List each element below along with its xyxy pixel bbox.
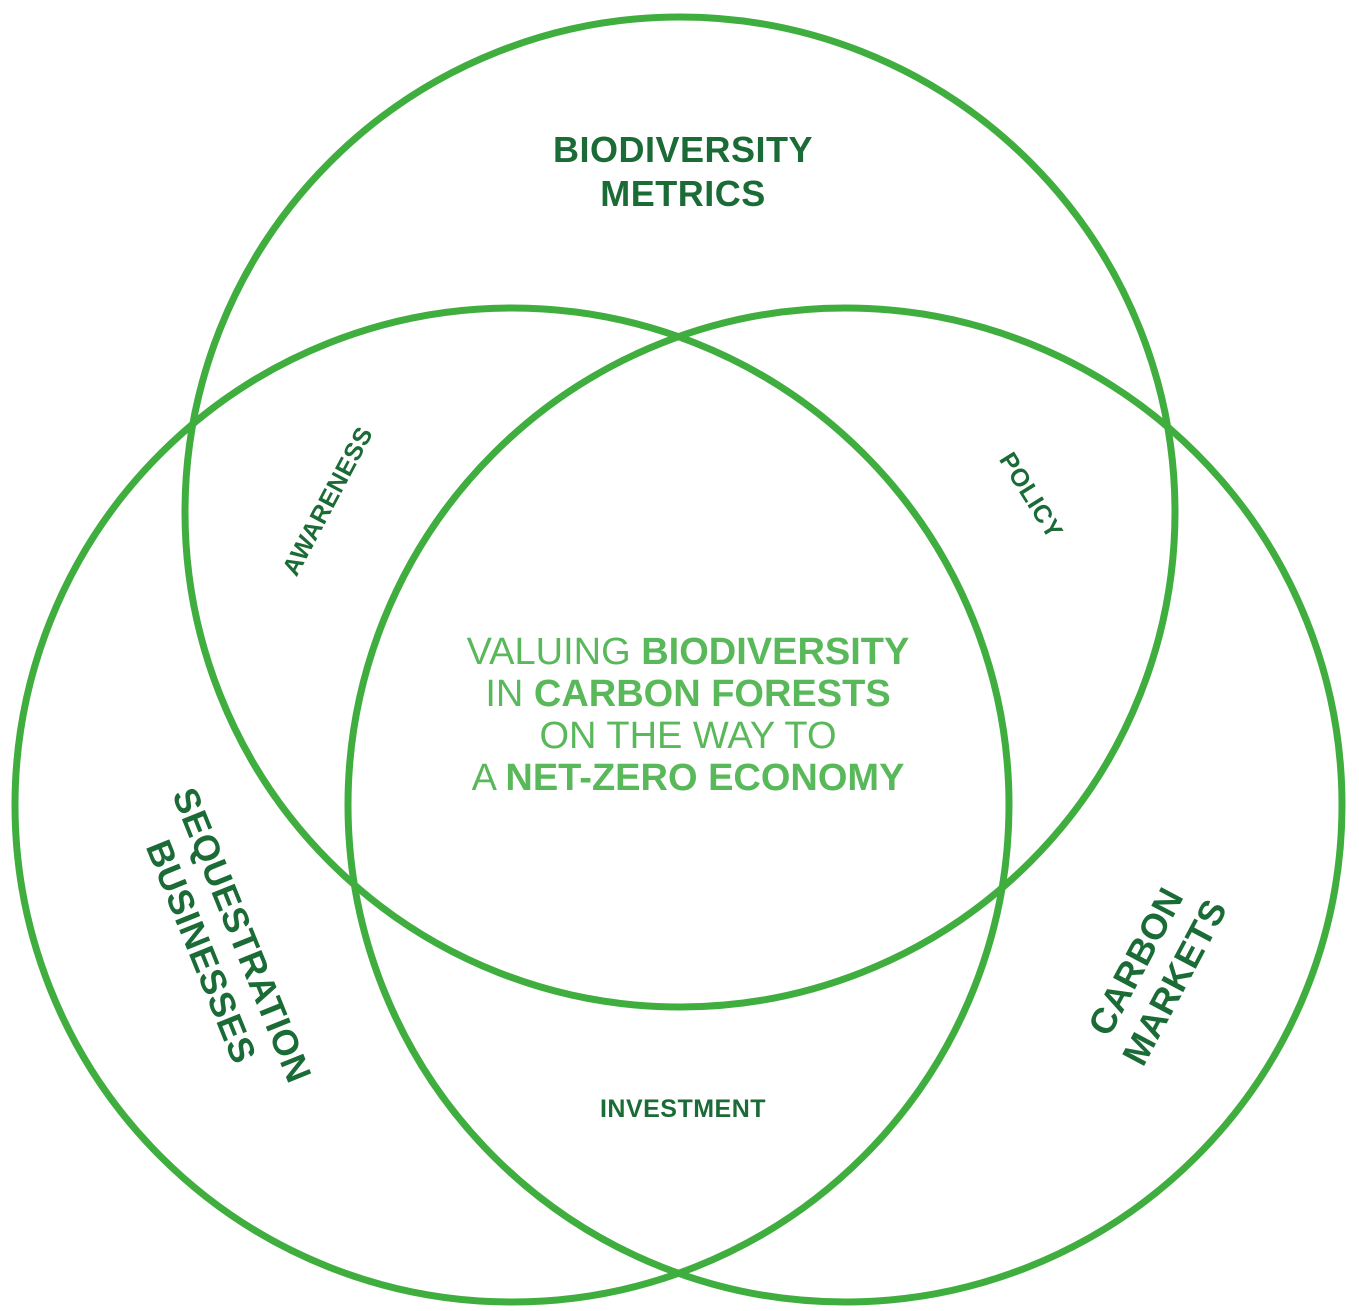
circle-biodiversity-metrics bbox=[181, 13, 1179, 1011]
center-line-1-light: VALUING bbox=[467, 631, 642, 673]
center-line-2-light: IN bbox=[485, 673, 534, 715]
center-statement: VALUING BIODIVERSITY IN CARBON FORESTS O… bbox=[467, 631, 910, 799]
center-line-3-light: ON THE WAY TO bbox=[539, 715, 836, 757]
center-line-4-bold: NET-ZERO ECONOMY bbox=[505, 757, 904, 799]
label-investment: INVESTMENT bbox=[600, 1095, 766, 1123]
label-biodiversity-metrics: BIODIVERSITY METRICS bbox=[553, 129, 813, 214]
center-line-2-bold: CARBON FORESTS bbox=[534, 673, 891, 715]
center-line-1-bold: BIODIVERSITY bbox=[641, 631, 909, 673]
label-biodiversity-metrics-line2: METRICS bbox=[600, 173, 766, 214]
circle-sequestration-businesses bbox=[11, 304, 1013, 1306]
circle-carbon-markets bbox=[344, 304, 1346, 1306]
label-sequestration-businesses: SEQUESTRATION BUSINESSES bbox=[138, 782, 320, 1088]
center-line-2: IN CARBON FORESTS bbox=[485, 673, 890, 715]
label-policy: POLICY bbox=[993, 448, 1068, 544]
center-line-3: ON THE WAY TO bbox=[539, 715, 836, 757]
center-line-4-light: A bbox=[472, 757, 506, 799]
label-awareness: AWARENESS bbox=[277, 422, 379, 580]
center-line-1: VALUING BIODIVERSITY bbox=[467, 631, 910, 673]
label-biodiversity-metrics-line1: BIODIVERSITY bbox=[553, 129, 813, 170]
center-line-4: A NET-ZERO ECONOMY bbox=[472, 757, 905, 799]
label-carbon-markets: CARBON MARKETS bbox=[1080, 881, 1235, 1072]
